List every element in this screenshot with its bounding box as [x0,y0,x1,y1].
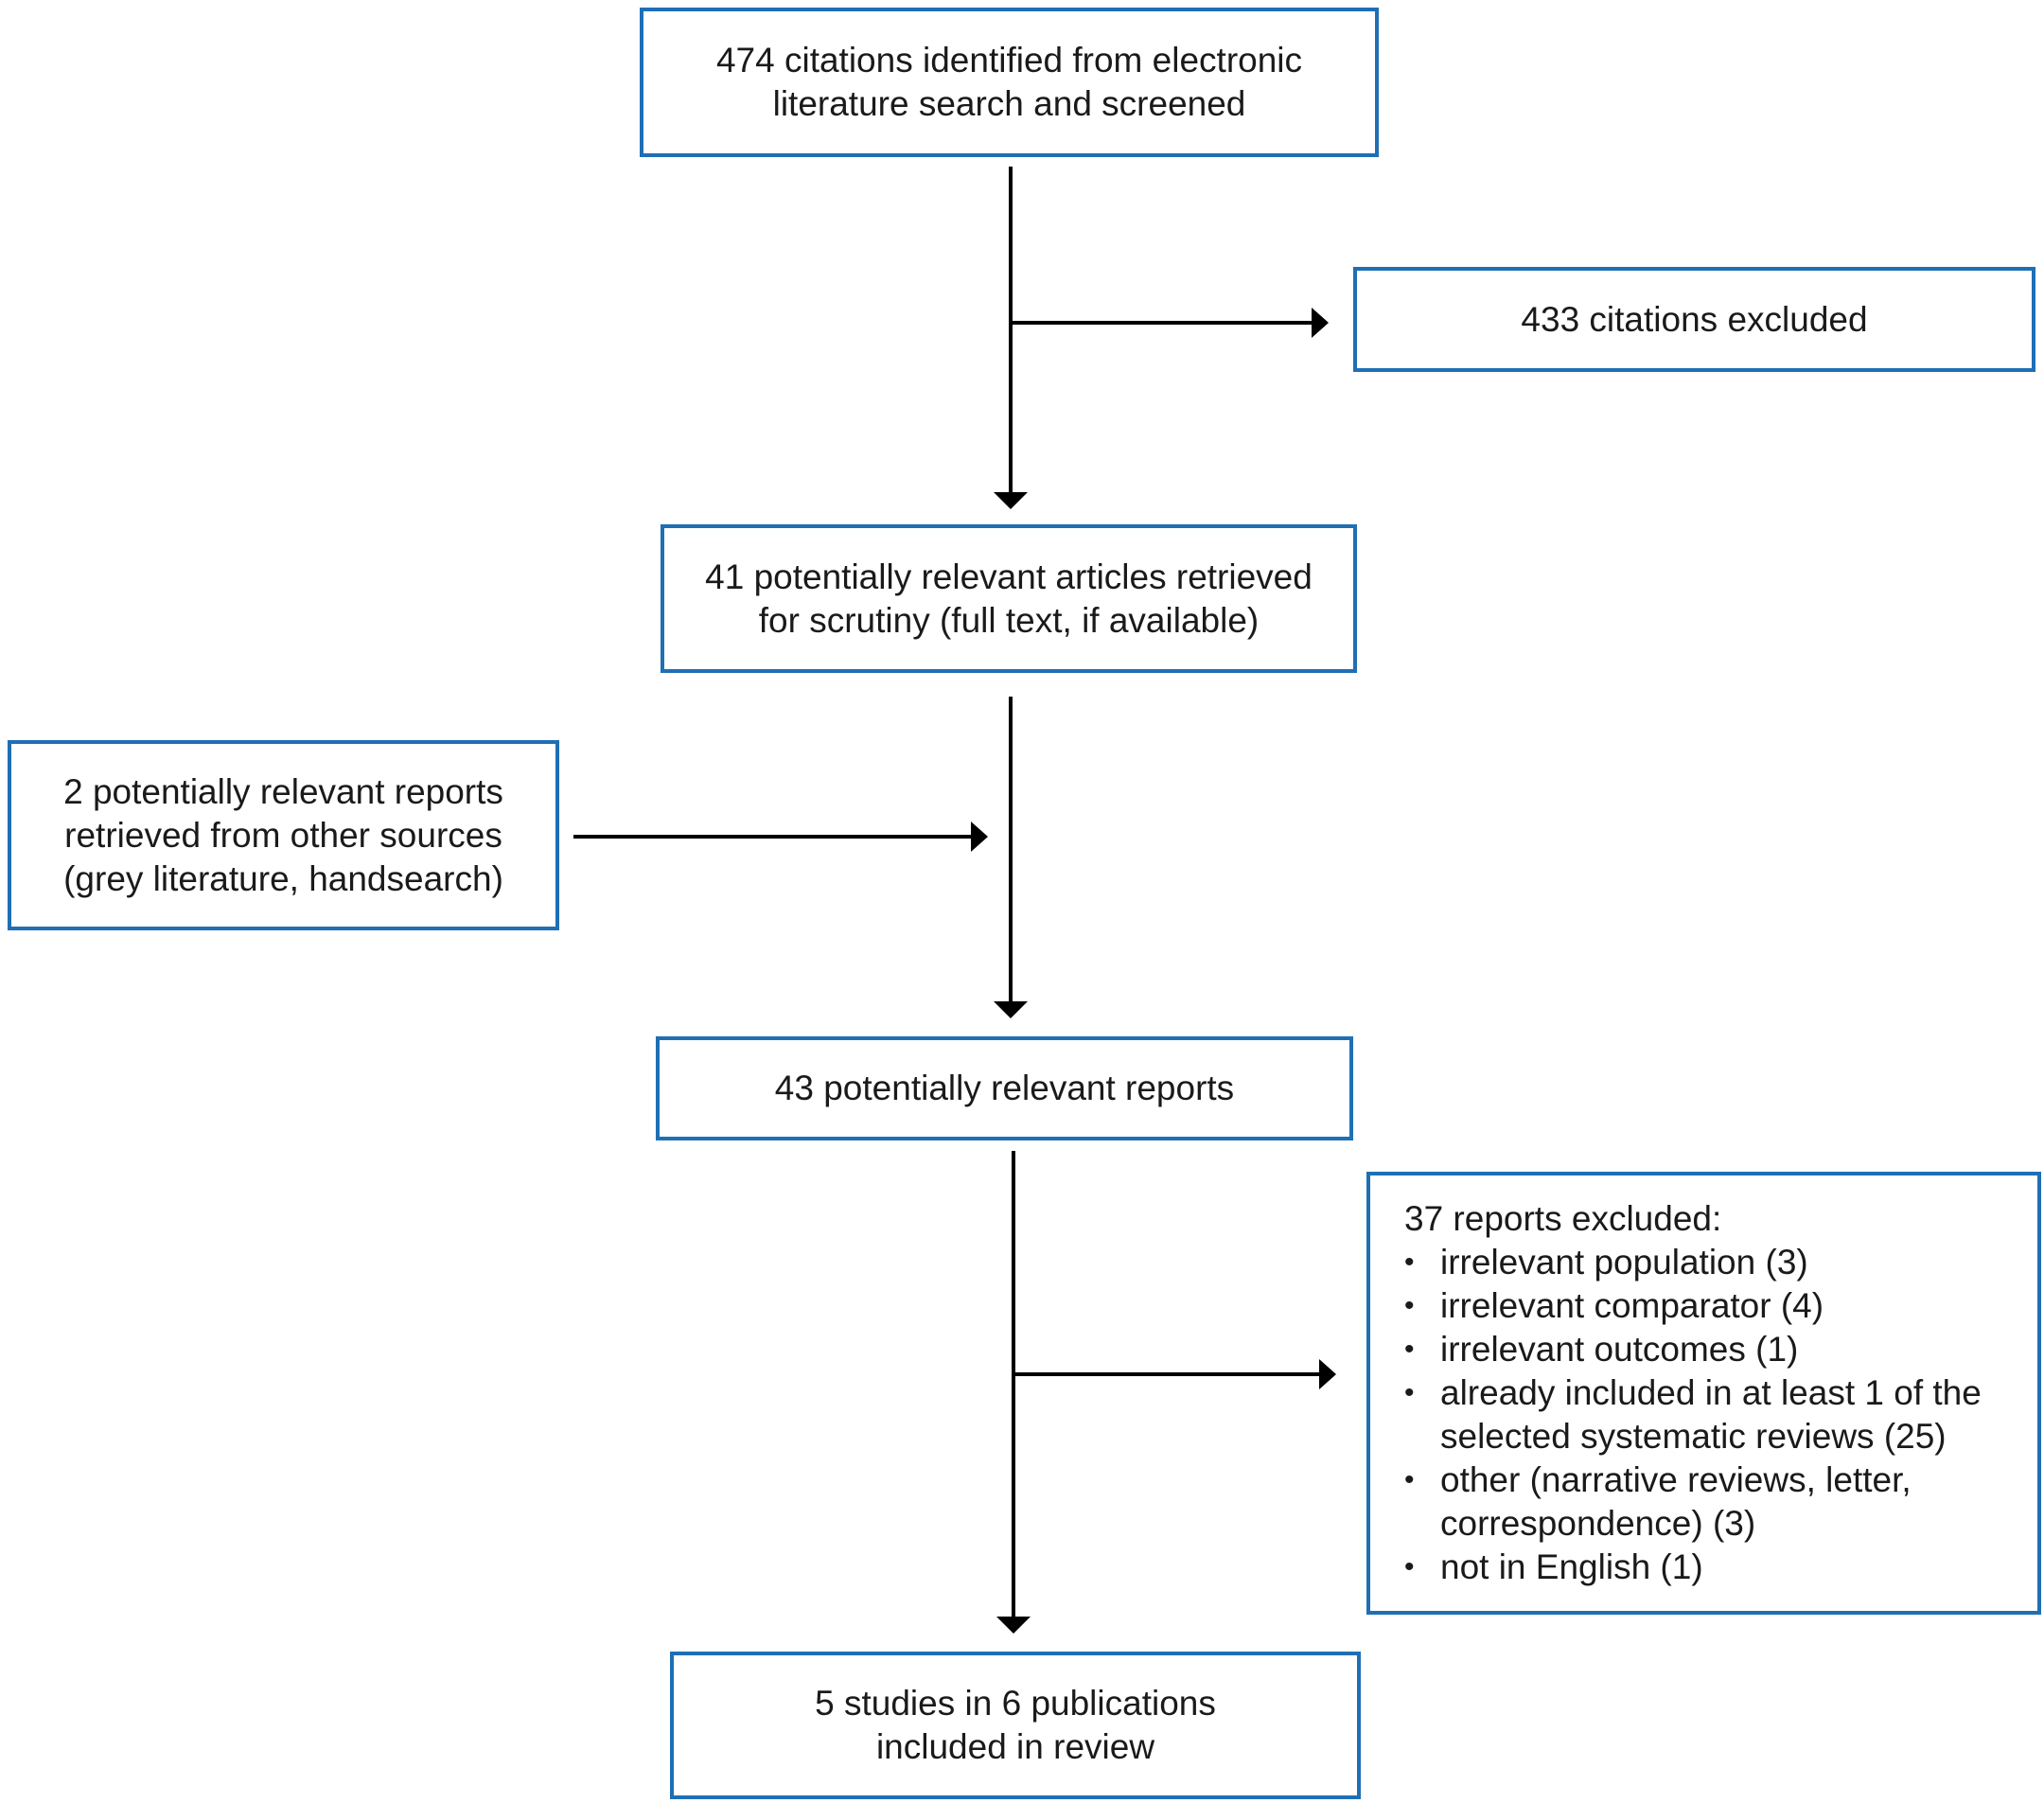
excluded-reports-box: 37 reports excluded: irrelevant populati… [1366,1172,2041,1615]
other-sources-line2: retrieved from other sources [64,815,502,855]
exclusion-reasons-list: irrelevant population (3) irrelevant com… [1404,1241,2018,1589]
identified-line2: literature search and screened [772,84,1246,123]
arrowhead-right-2 [971,822,988,852]
exclusion-reason: not in English (1) [1404,1546,2018,1589]
other-sources-box: 2 potentially relevant reports retrieved… [8,740,559,930]
relevant-reports-text: 43 potentially relevant reports [774,1069,1235,1107]
excluded-reports-title: 37 reports excluded: [1404,1199,1722,1238]
excluded-citations-box: 433 citations excluded [1353,267,2035,372]
relevant-reports-box: 43 potentially relevant reports [656,1036,1353,1140]
exclusion-reason: other (narrative reviews, letter, corres… [1404,1458,2018,1546]
exclusion-reason: already included in at least 1 of the se… [1404,1371,2018,1458]
exclusion-reason: irrelevant comparator (4) [1404,1284,2018,1328]
arrowhead-right-3 [1319,1359,1336,1389]
exclusion-reason: irrelevant population (3) [1404,1241,2018,1284]
excluded-citations-text: 433 citations excluded [1521,299,1868,339]
retrieved-box: 41 potentially relevant articles retriev… [661,524,1357,673]
included-line2: included in review [875,1727,1155,1766]
arrowhead-down-3 [996,1617,1031,1634]
arrowhead-down-1 [994,492,1028,509]
arrowhead-down-2 [994,1001,1028,1018]
included-line1: 5 studies in 6 publications [815,1684,1216,1723]
other-sources-line3: (grey literature, handsearch) [63,858,503,898]
arrowhead-right-1 [1312,308,1329,338]
exclusion-reason: irrelevant outcomes (1) [1404,1328,2018,1371]
retrieved-line2: for scrutiny (full text, if available) [758,600,1260,640]
identified-line1: 474 citations identified from electronic [715,41,1303,80]
included-box: 5 studies in 6 publications included in … [670,1652,1361,1799]
other-sources-line1: 2 potentially relevant reports [63,771,503,811]
retrieved-line1: 41 potentially relevant articles retriev… [705,557,1313,596]
identified-box: 474 citations identified from electronic… [640,8,1379,157]
